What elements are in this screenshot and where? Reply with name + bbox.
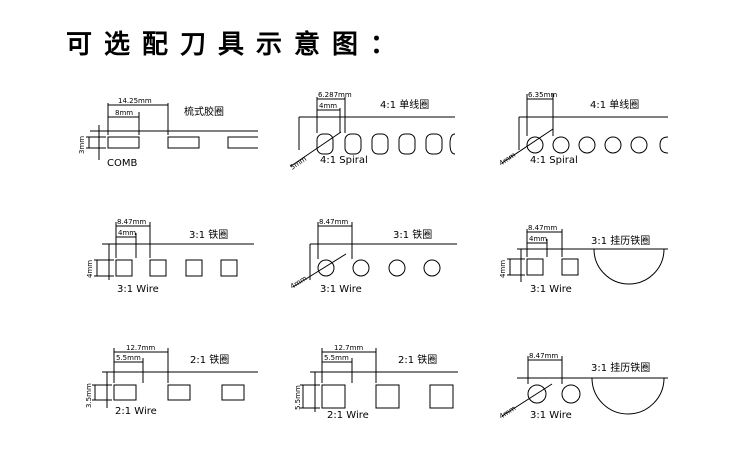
spiral-hole <box>449 133 456 155</box>
spiral-hole <box>630 136 648 154</box>
spiral-hole <box>371 133 389 155</box>
dim-outer: 6.287mm <box>318 91 352 99</box>
wire-hole <box>220 259 238 277</box>
dim-outer: 14.25mm <box>118 97 152 105</box>
panel-spiral-a: 6.287mm 4mm 4:1 单线圈 5mm 4:1 Spiral <box>289 91 456 172</box>
panel-label: 4:1 单线圈 <box>590 98 639 111</box>
panel-label: 4:1 单线圈 <box>380 98 429 111</box>
dim-outer: 8.47mm <box>117 218 146 226</box>
panel-caption: 3:1 Wire <box>530 284 572 295</box>
dim-diag: 4mm <box>289 274 309 290</box>
spiral-hole <box>578 136 596 154</box>
panel-label: 3:1 挂历铁圈 <box>591 361 650 374</box>
panel-caption: 2:1 Wire <box>327 410 369 421</box>
wire-hole <box>185 259 203 277</box>
comb-hole <box>167 136 200 149</box>
wire-hole <box>375 384 400 409</box>
spiral-hole <box>398 133 416 155</box>
panel-spiral-b: 6.35mm 4:1 单线圈 4mm 4:1 Spiral <box>498 91 669 168</box>
panel-caption: 3:1 Wire <box>320 284 362 295</box>
spiral-hole <box>425 133 443 155</box>
wire-hole <box>388 259 406 277</box>
dim-outer: 8.47mm <box>528 224 557 232</box>
wire-hole <box>561 258 579 276</box>
dim-height: 4mm <box>86 260 94 278</box>
wire-hole <box>317 259 335 277</box>
dim-outer: 6.35mm <box>528 91 557 99</box>
panel-caption: 3:1 Wire <box>117 284 159 295</box>
wire-hole <box>167 384 191 401</box>
spiral-hole <box>604 136 622 154</box>
dim-inner: 4mm <box>529 235 547 243</box>
panel-caption: 4:1 Spiral <box>320 155 368 166</box>
dim-outer: 8.47mm <box>529 352 558 360</box>
panel-label: 2:1 铁圈 <box>190 353 229 366</box>
dim-inner: 5.5mm <box>324 354 349 362</box>
dim-height: 4mm <box>499 260 507 278</box>
panel-caption: 4:1 Spiral <box>530 155 578 166</box>
dim-inner: 5.5mm <box>116 354 141 362</box>
panel-label: 3:1 铁圈 <box>393 228 432 241</box>
spiral-hole <box>344 133 362 155</box>
panel-label: 2:1 铁圈 <box>398 353 437 366</box>
wire-hole <box>561 384 581 404</box>
dim-height: 3mm <box>78 136 86 154</box>
page-title: 可选配刀具示意图： <box>66 30 409 60</box>
wire-hole <box>149 259 167 277</box>
panel-wire31-round: 8.47mm 3:1 铁圈 4mm 3:1 Wire <box>289 218 457 295</box>
panel-comb: 14.25mm 8mm 梳式胶圈 3mm COMB <box>78 97 258 169</box>
wire-hole <box>423 259 441 277</box>
wire-hole <box>429 384 454 409</box>
wire-hole <box>115 259 133 277</box>
dim-outer: 12.7mm <box>126 344 155 352</box>
calendar-hanger-cutout <box>593 248 665 285</box>
panel-wire21-b: 12.7mm 5.5mm 2:1 铁圈 5.5mm 2:1 Wire <box>294 344 458 421</box>
dim-outer: 8.47mm <box>319 218 348 226</box>
dim-inner: 8mm <box>115 109 133 117</box>
panel-wire21-a: 12.7mm 5.5mm 2:1 铁圈 3.5mm 2:1 Wire <box>85 344 258 417</box>
dim-inner: 4mm <box>319 102 337 110</box>
dim-diag: 5mm <box>289 155 309 172</box>
panel-caption: COMB <box>107 158 137 169</box>
panel-label: 梳式胶圈 <box>184 105 224 118</box>
spiral-hole <box>659 136 669 154</box>
spiral-hole <box>552 136 570 154</box>
panel-wire31-square: 8.47mm 4mm 3:1 铁圈 4mm 3:1 Wire <box>86 218 254 295</box>
dim-diag: 4mm <box>498 404 518 420</box>
wire-hole <box>352 259 370 277</box>
panel-label: 3:1 铁圈 <box>189 228 228 241</box>
wire-hole <box>526 258 544 276</box>
dim-height: 3.5mm <box>85 383 93 408</box>
panel-label: 3:1 挂历铁圈 <box>591 234 650 247</box>
dim-diag: 4mm <box>498 151 518 168</box>
wire-hole <box>113 384 137 401</box>
wire-hole <box>527 384 547 404</box>
spiral-hole <box>316 133 334 155</box>
panel-caption: 2:1 Wire <box>115 406 157 417</box>
panel-calendar31: 8.47mm 4mm 3:1 挂历铁圈 4mm 3:1 Wire <box>499 224 668 295</box>
comb-hole <box>227 136 258 149</box>
calendar-hanger-cutout <box>591 377 665 415</box>
panel-caption: 3:1 Wire <box>530 410 572 421</box>
dim-height: 5.5mm <box>294 385 302 410</box>
comb-hole <box>107 136 140 149</box>
wire-hole <box>221 384 245 401</box>
spiral-hole <box>526 136 544 154</box>
panel-calendar31-round: 8.47mm 3:1 挂历铁圈 4mm 3:1 Wire <box>498 352 668 421</box>
dim-inner: 4mm <box>118 229 136 237</box>
dim-outer: 12.7mm <box>334 344 363 352</box>
wire-hole <box>321 384 346 409</box>
